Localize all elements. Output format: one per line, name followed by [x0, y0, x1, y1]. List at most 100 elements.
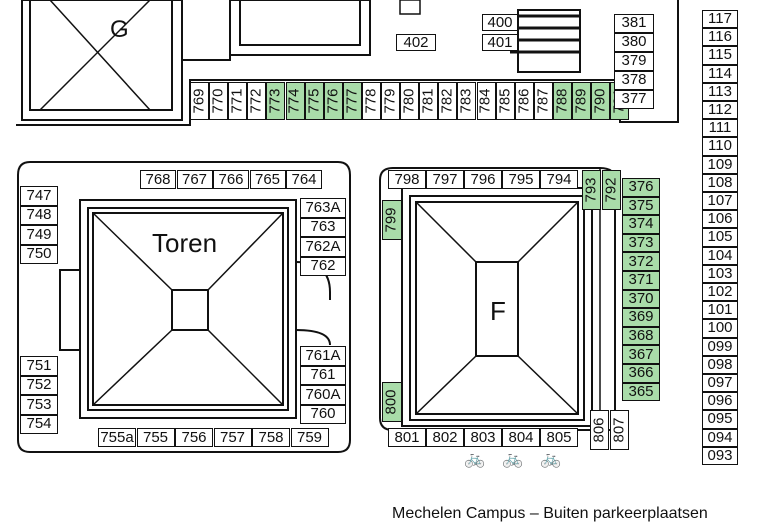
parking-spot-095[interactable]: 095	[702, 410, 738, 429]
parking-spot-751[interactable]: 751	[20, 356, 58, 376]
parking-spot-763A[interactable]: 763A	[300, 198, 346, 218]
parking-spot-762[interactable]: 762	[300, 256, 346, 276]
parking-spot-768[interactable]: 768	[140, 170, 176, 189]
parking-spot-107[interactable]: 107	[702, 192, 738, 211]
parking-spot-108[interactable]: 108	[702, 173, 738, 192]
parking-spot-779[interactable]: 779	[381, 82, 400, 120]
parking-spot-790[interactable]: 790	[591, 82, 611, 120]
parking-spot-772[interactable]: 772	[247, 82, 267, 120]
parking-spot-366[interactable]: 366	[622, 364, 660, 383]
parking-spot-381[interactable]: 381	[614, 14, 654, 33]
parking-spot-102[interactable]: 102	[702, 283, 738, 302]
parking-spot-800[interactable]: 800	[382, 382, 402, 422]
parking-spot-806[interactable]: 806	[590, 410, 609, 450]
parking-spot-093[interactable]: 093	[702, 446, 738, 465]
parking-spot-785[interactable]: 785	[495, 82, 515, 120]
parking-spot-775[interactable]: 775	[304, 82, 324, 120]
parking-spot-803[interactable]: 803	[464, 428, 502, 447]
parking-spot-369[interactable]: 369	[622, 308, 660, 327]
parking-spot-761[interactable]: 761	[300, 365, 346, 385]
parking-spot-750[interactable]: 750	[20, 244, 58, 264]
parking-spot-104[interactable]: 104	[702, 246, 738, 265]
parking-spot-376[interactable]: 376	[622, 178, 660, 197]
parking-spot-367[interactable]: 367	[622, 345, 660, 364]
parking-spot-754[interactable]: 754	[20, 414, 58, 434]
parking-spot-778[interactable]: 778	[361, 82, 381, 120]
parking-spot-115[interactable]: 115	[702, 46, 738, 65]
parking-spot-759[interactable]: 759	[290, 428, 329, 447]
parking-spot-792[interactable]: 792	[602, 170, 621, 210]
parking-spot-794[interactable]: 794	[540, 170, 578, 189]
parking-spot-757[interactable]: 757	[213, 428, 252, 447]
parking-spot-753[interactable]: 753	[20, 395, 58, 415]
parking-spot-767[interactable]: 767	[176, 170, 213, 189]
parking-spot-377[interactable]: 377	[614, 90, 654, 109]
parking-spot-110[interactable]: 110	[702, 137, 738, 156]
parking-spot-763[interactable]: 763	[300, 217, 346, 237]
parking-spot-099[interactable]: 099	[702, 337, 738, 356]
parking-spot-769[interactable]: 769	[190, 82, 209, 120]
parking-spot-094[interactable]: 094	[702, 428, 738, 447]
parking-spot-100[interactable]: 100	[702, 319, 738, 338]
parking-spot-400[interactable]: 400	[482, 14, 518, 31]
parking-spot-117[interactable]: 117	[702, 10, 738, 29]
parking-spot-374[interactable]: 374	[622, 215, 660, 234]
parking-spot-789[interactable]: 789	[572, 82, 591, 120]
parking-spot-105[interactable]: 105	[702, 228, 738, 247]
parking-spot-755a[interactable]: 755a	[98, 428, 136, 447]
parking-spot-793[interactable]: 793	[582, 170, 601, 210]
parking-spot-402[interactable]: 402	[396, 34, 436, 51]
parking-spot-788[interactable]: 788	[552, 82, 572, 120]
parking-spot-786[interactable]: 786	[514, 82, 534, 120]
parking-spot-781[interactable]: 781	[419, 82, 439, 120]
parking-spot-747[interactable]: 747	[20, 186, 58, 206]
parking-spot-780[interactable]: 780	[400, 82, 420, 120]
parking-spot-103[interactable]: 103	[702, 264, 738, 283]
parking-spot-760[interactable]: 760	[300, 404, 346, 424]
parking-spot-777[interactable]: 777	[342, 82, 362, 120]
parking-spot-756[interactable]: 756	[175, 428, 213, 447]
parking-spot-096[interactable]: 096	[702, 392, 738, 411]
parking-spot-771[interactable]: 771	[228, 82, 248, 120]
parking-spot-106[interactable]: 106	[702, 210, 738, 229]
parking-spot-787[interactable]: 787	[533, 82, 553, 120]
parking-spot-762A[interactable]: 762A	[300, 237, 346, 257]
parking-spot-797[interactable]: 797	[426, 170, 464, 189]
parking-spot-368[interactable]: 368	[622, 326, 660, 346]
parking-spot-380[interactable]: 380	[614, 33, 654, 52]
parking-spot-798[interactable]: 798	[388, 170, 426, 189]
parking-spot-802[interactable]: 802	[426, 428, 464, 447]
parking-spot-365[interactable]: 365	[622, 382, 660, 402]
parking-spot-805[interactable]: 805	[540, 428, 578, 447]
parking-spot-749[interactable]: 749	[20, 225, 58, 245]
parking-spot-804[interactable]: 804	[502, 428, 540, 447]
parking-spot-795[interactable]: 795	[502, 170, 540, 189]
parking-spot-782[interactable]: 782	[438, 82, 458, 120]
parking-spot-401[interactable]: 401	[482, 34, 518, 51]
parking-spot-783[interactable]: 783	[457, 82, 477, 120]
parking-spot-773[interactable]: 773	[266, 82, 286, 120]
parking-spot-378[interactable]: 378	[614, 71, 654, 90]
parking-spot-761A[interactable]: 761A	[300, 346, 346, 366]
parking-spot-752[interactable]: 752	[20, 375, 58, 395]
parking-spot-748[interactable]: 748	[20, 205, 58, 225]
parking-spot-770[interactable]: 770	[209, 82, 229, 120]
parking-spot-784[interactable]: 784	[476, 82, 496, 120]
parking-spot-097[interactable]: 097	[702, 374, 738, 393]
parking-spot-755[interactable]: 755	[136, 428, 175, 447]
parking-spot-758[interactable]: 758	[252, 428, 290, 447]
parking-spot-109[interactable]: 109	[702, 155, 738, 174]
parking-spot-375[interactable]: 375	[622, 196, 660, 216]
parking-spot-370[interactable]: 370	[622, 289, 660, 309]
parking-spot-807[interactable]: 807	[610, 410, 629, 450]
parking-spot-774[interactable]: 774	[285, 82, 305, 120]
parking-spot-112[interactable]: 112	[702, 101, 738, 120]
parking-spot-796[interactable]: 796	[464, 170, 502, 189]
parking-spot-765[interactable]: 765	[249, 170, 286, 189]
parking-spot-098[interactable]: 098	[702, 355, 738, 374]
parking-spot-801[interactable]: 801	[388, 428, 426, 447]
parking-spot-101[interactable]: 101	[702, 301, 738, 320]
parking-spot-373[interactable]: 373	[622, 233, 660, 253]
parking-spot-372[interactable]: 372	[622, 252, 660, 271]
parking-spot-760A[interactable]: 760A	[300, 385, 346, 405]
